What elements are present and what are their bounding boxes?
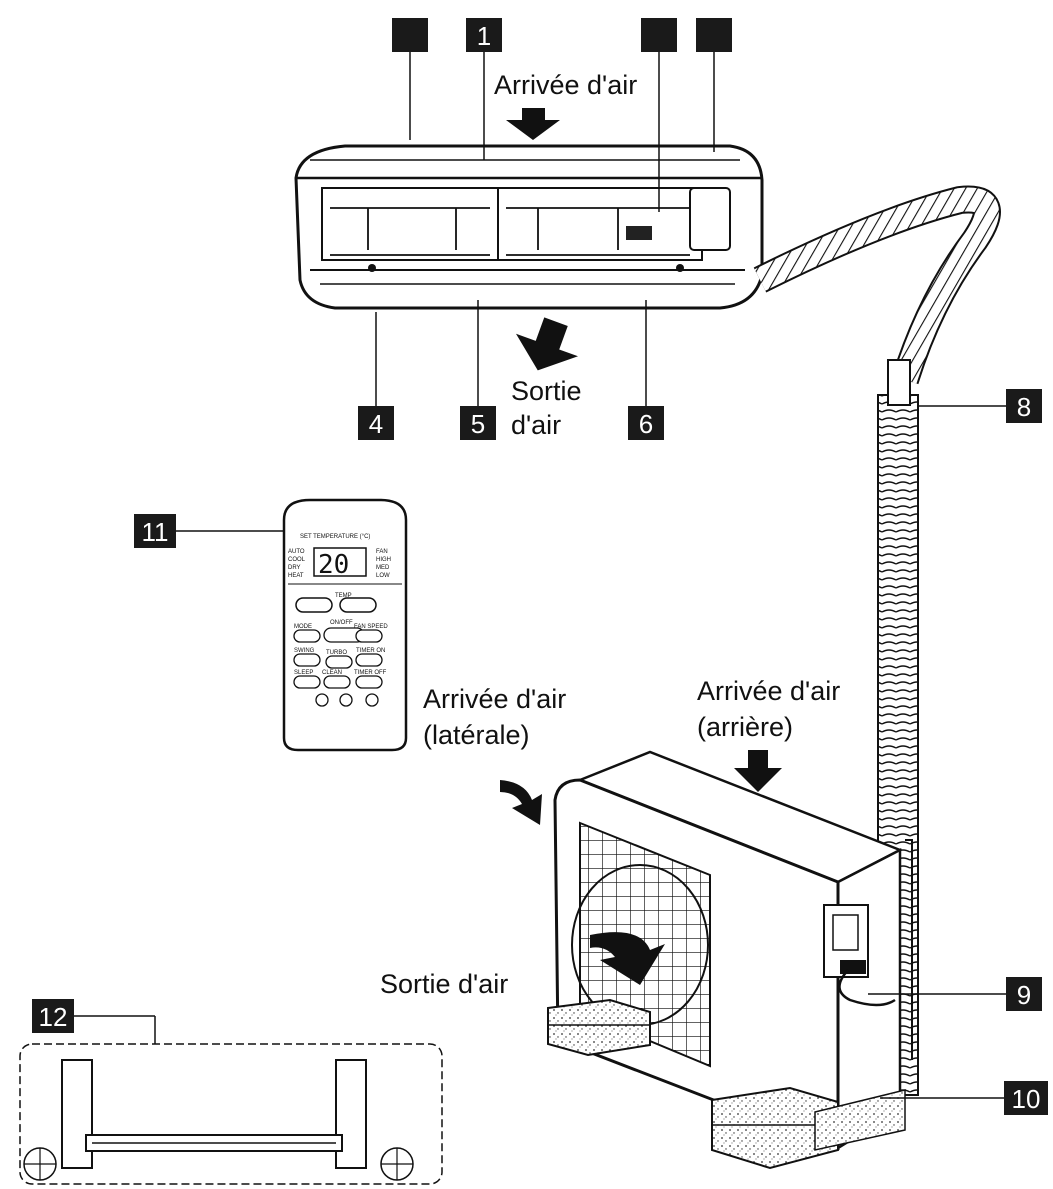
- air-out-arrow-indoor: [515, 317, 579, 371]
- air-out-arrow-outdoor: [590, 932, 665, 985]
- callout-blank-a: [392, 18, 428, 52]
- remote-fan-med: MED: [376, 565, 390, 571]
- foam-blocks: [547, 998, 906, 1170]
- callout-11: 11: [134, 514, 176, 548]
- remote-btn-onoff-label: ON/OFF: [330, 620, 353, 626]
- remote-mode-dry: DRY: [288, 565, 301, 571]
- indoor-unit: [294, 144, 764, 310]
- callout-blank-c: [696, 18, 732, 52]
- remote-timeron-button[interactable]: [355, 653, 383, 667]
- callout-12-text: 12: [39, 1002, 68, 1032]
- label-air-in-rear-1: Arrivée d'air: [697, 676, 840, 706]
- remote-fan-low: LOW: [376, 573, 390, 579]
- air-in-arrow-side: [500, 780, 542, 825]
- air-in-arrow-top: [506, 108, 560, 140]
- remote-mode-cool: COOL: [288, 557, 306, 563]
- callout-6: 6: [628, 406, 664, 440]
- label-air-in-rear-2: (arrière): [697, 712, 793, 742]
- callout-12: 12: [32, 999, 74, 1033]
- leader-lines: [74, 52, 1006, 1099]
- callout-10: 10: [1004, 1081, 1048, 1115]
- callout-8-text: 8: [1017, 392, 1031, 422]
- remote-btn-clean-label: CLEAN: [322, 670, 342, 676]
- label-air-out-outdoor: Sortie d'air: [380, 969, 508, 999]
- air-in-arrow-rear: [734, 750, 782, 792]
- remote-fan-high: HIGH: [376, 557, 391, 563]
- remote-btn-mode-label: MODE: [294, 624, 312, 630]
- callout-5-text: 5: [471, 409, 485, 439]
- callout-5: 5: [460, 406, 496, 440]
- remote-small-button-3[interactable]: [365, 693, 379, 707]
- label-air-in-top: Arrivée d'air: [494, 70, 637, 100]
- remote-clean-button[interactable]: [323, 675, 351, 689]
- label-air-out-indoor-1: Sortie: [511, 376, 582, 406]
- remote-temp-down-button[interactable]: [295, 597, 333, 613]
- remote-header: SET TEMPERATURE (°C): [300, 534, 370, 540]
- callout-9-text: 9: [1017, 980, 1031, 1010]
- remote-btn-sleep-label: SLEEP: [294, 670, 313, 676]
- label-air-in-side-1: Arrivée d'air: [423, 684, 566, 714]
- remote-sleep-button[interactable]: [293, 675, 321, 689]
- remote-mode-button[interactable]: [293, 629, 321, 643]
- callout-1-text: 1: [477, 21, 491, 51]
- remote-display: 20: [318, 550, 349, 580]
- remote-mode-heat: HEAT: [288, 573, 304, 579]
- remote-btn-swing-label: SWING: [294, 648, 315, 654]
- remote-mode-auto: AUTO: [288, 549, 305, 555]
- remote-timeroff-button[interactable]: [355, 675, 383, 689]
- label-air-in-side-2: (latérale): [423, 720, 530, 750]
- mounting-plate: [19, 1043, 443, 1185]
- remote-temp-label: TEMP: [335, 593, 352, 599]
- remote-btn-timeron-label: TIMER ON: [356, 648, 385, 654]
- label-air-out-indoor-2: d'air: [511, 410, 561, 440]
- callout-1: 1: [466, 18, 502, 52]
- callout-8: 8: [1006, 389, 1042, 423]
- callout-4: 4: [358, 406, 394, 440]
- callout-4-text: 4: [369, 409, 383, 439]
- remote-temp-up-button[interactable]: [339, 597, 377, 613]
- remote-small-button-1[interactable]: [315, 693, 329, 707]
- callout-10-text: 10: [1012, 1084, 1041, 1114]
- remote-fanspeed-button[interactable]: [355, 629, 383, 643]
- remote-turbo-button[interactable]: [325, 655, 353, 669]
- remote-swing-button[interactable]: [293, 653, 321, 667]
- remote-control: SET TEMPERATURE (°C) 20 AUTO COOL DRY HE…: [282, 498, 408, 752]
- remote-small-button-2[interactable]: [339, 693, 353, 707]
- callout-6-text: 6: [639, 409, 653, 439]
- remote-btn-timeroff-label: TIMER OFF: [354, 670, 387, 676]
- remote-btn-fanspeed-label: FAN SPEED: [354, 624, 388, 630]
- remote-btn-turbo-label: TURBO: [326, 650, 347, 656]
- remote-fan-label: FAN: [376, 549, 388, 555]
- callout-blank-b: [641, 18, 677, 52]
- callout-11-text: 11: [142, 517, 169, 547]
- callout-9: 9: [1006, 977, 1042, 1011]
